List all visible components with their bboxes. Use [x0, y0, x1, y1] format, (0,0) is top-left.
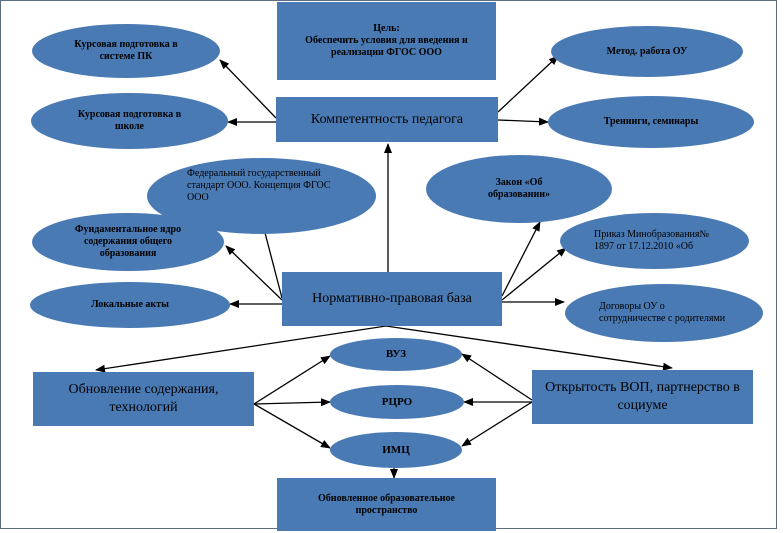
arrow-renewal-rcro	[253, 398, 331, 407]
pk-course-ellipse: Курсовая подготовка в системе ПК	[32, 24, 220, 78]
arrow-to-renewal	[95, 325, 387, 373]
school-course-ellipse: Курсовая подготовка в школе	[31, 93, 228, 149]
imc-ellipse: ИМЦ	[330, 432, 462, 468]
arrow-to-pk	[219, 59, 277, 119]
result-box: Обновленное образовательное пространство	[277, 478, 496, 531]
order-ellipse: Приказ Минобразования№ 1897 от 17.12.201…	[560, 213, 749, 269]
arrow-open-imc	[461, 401, 533, 447]
goal-box: Цель: Обеспечить условия для введения и …	[277, 2, 496, 80]
goal-label: Цель:	[373, 23, 400, 34]
vuz-ellipse: ВУЗ	[330, 338, 462, 371]
arrow-to-law	[501, 221, 541, 297]
goal-text: Обеспечить условия для введения и реализ…	[305, 35, 468, 58]
arrow-to-order	[501, 247, 567, 301]
core-content-ellipse: Фундаментальное ядро содержания общего о…	[32, 213, 224, 271]
renewal-box: Обновление содержания, технологий	[33, 372, 254, 426]
normative-box: Нормативно-правовая база	[282, 272, 502, 326]
law-ellipse: Закон «Об образовании»	[426, 155, 612, 223]
trainings-ellipse: Тренинги, семинары	[548, 96, 754, 148]
arrow-to-core	[225, 245, 283, 301]
rcro-ellipse: РЦРО	[330, 385, 464, 419]
arrow-to-metod	[497, 55, 559, 113]
competence-box: Компетентность педагога	[276, 97, 498, 142]
arrow-to-trainings	[497, 117, 549, 126]
metod-ellipse: Метод. работа ОУ	[551, 26, 743, 77]
arrow-renewal-imc	[253, 403, 331, 449]
arrow-to-openness	[385, 325, 673, 371]
fgos-ellipse: Федеральный государственный стандарт ООО…	[147, 158, 376, 234]
openness-box: Открытость ВОП, партнерство в социуме	[532, 370, 753, 424]
contracts-ellipse: Договоры ОУ о сотрудничестве с родителям…	[565, 284, 763, 342]
arrow-open-vuz	[461, 353, 533, 401]
arrow-renewal-vuz	[253, 355, 331, 405]
local-acts-ellipse: Локальные акты	[30, 282, 230, 328]
